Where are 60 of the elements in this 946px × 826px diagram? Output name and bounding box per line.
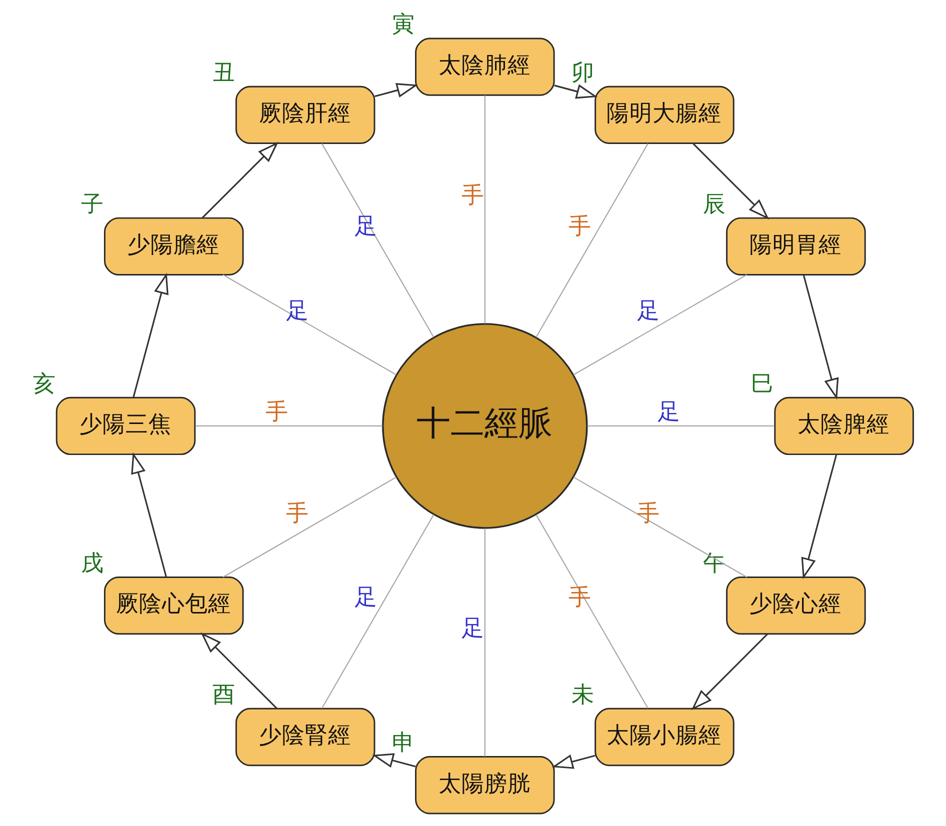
connector	[536, 142, 648, 338]
arrow	[132, 272, 169, 398]
node-label: 戌	[80, 550, 104, 576]
connector	[587, 424, 774, 426]
connector	[573, 274, 748, 375]
connector	[573, 476, 748, 578]
arrow	[692, 142, 770, 220]
node-label: 寅	[392, 11, 415, 38]
node-box: 太陰肺經	[415, 37, 555, 96]
arrow	[691, 633, 768, 710]
arrow	[372, 752, 416, 768]
edge-label: 手	[462, 182, 484, 208]
arrow	[802, 274, 839, 400]
node-box: 少陰腎經	[235, 707, 376, 766]
arrow	[554, 84, 598, 98]
edge-label: 手	[286, 500, 310, 526]
node-box: 少陽膽經	[104, 216, 244, 275]
node-box: 陽明大腸經	[594, 85, 734, 144]
edge-label: 手	[568, 213, 592, 240]
arrow	[374, 82, 418, 97]
node-label: 辰	[702, 190, 726, 217]
node-box: 陽明胃經	[726, 216, 866, 275]
edge-label: 手	[636, 500, 660, 526]
edge-label: 足	[658, 398, 681, 425]
edge-label: 足	[636, 297, 660, 324]
connector	[222, 476, 396, 578]
node-label: 申	[392, 729, 415, 756]
arrow	[801, 454, 838, 579]
arrow	[552, 754, 596, 768]
node-box: 厥陰心包經	[104, 576, 244, 634]
connector	[536, 514, 648, 708]
node-box: 太陽膀胱	[415, 756, 555, 814]
arrow	[202, 141, 279, 218]
node-box: 厥陰肝經	[235, 85, 376, 144]
edge-label: 足	[354, 213, 378, 240]
edge-label: 手	[568, 584, 592, 610]
node-label: 子	[80, 190, 104, 217]
node-box: 太陰脾經	[774, 396, 914, 455]
node-label: 未	[572, 681, 595, 708]
connector	[484, 94, 486, 324]
arrow	[200, 632, 278, 709]
edge-label: 足	[462, 615, 484, 642]
node-box: 太陽小腸經	[594, 707, 734, 766]
node-label: 丑	[212, 59, 236, 86]
node-label: 亥	[32, 370, 56, 396]
node-label: 巳	[751, 370, 774, 396]
arrow	[131, 452, 168, 577]
connector	[321, 142, 434, 338]
connector	[222, 274, 396, 375]
connector	[484, 528, 486, 756]
node-circle: 十二經脈	[382, 322, 588, 528]
connector	[321, 514, 434, 708]
node-box: 少陽三焦	[56, 396, 196, 455]
node-label: 卯	[572, 59, 595, 86]
edge-label: 足	[354, 584, 378, 610]
edge-label: 手	[265, 398, 288, 425]
edge-label: 足	[286, 297, 310, 324]
connector	[195, 424, 382, 426]
node-box: 少陰心經	[726, 576, 866, 634]
node-label: 酉	[212, 681, 236, 708]
